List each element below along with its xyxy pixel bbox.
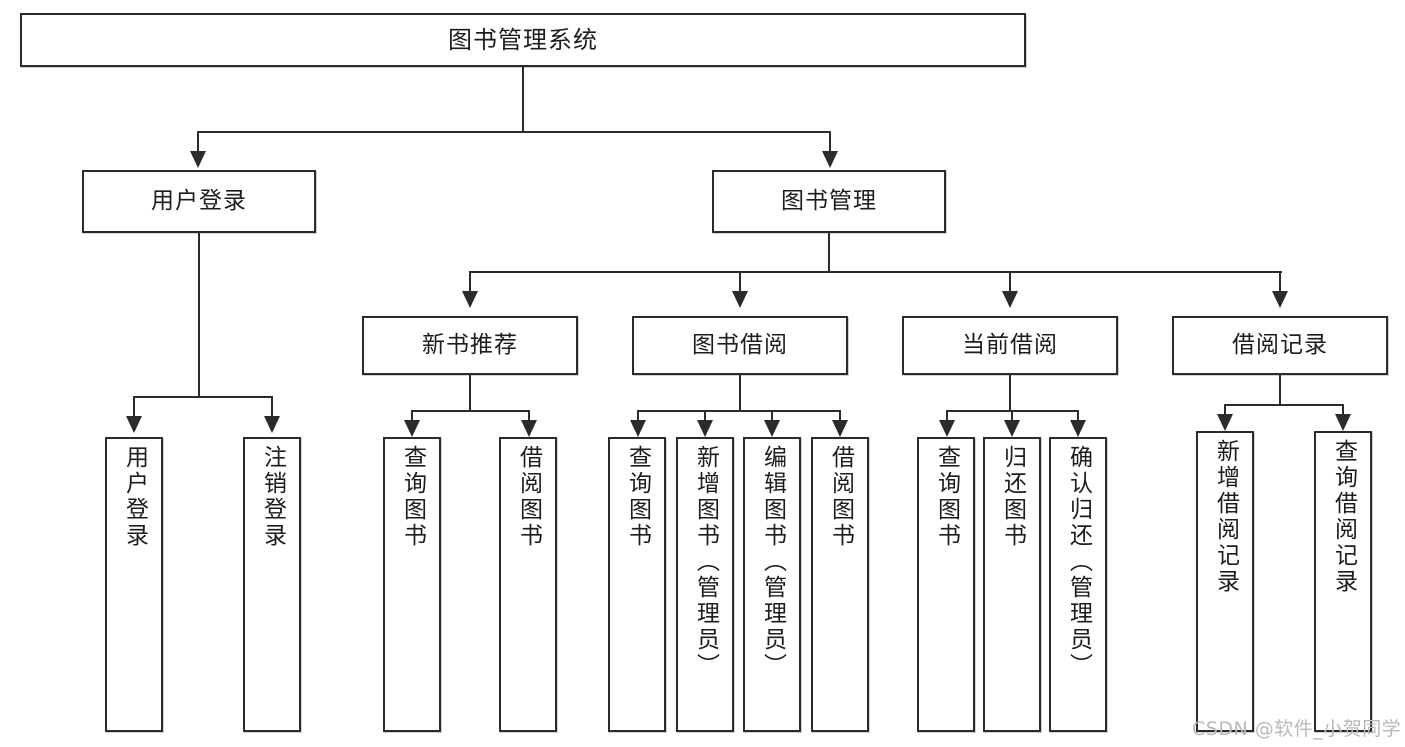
node-label: 借阅图书 xyxy=(827,445,854,549)
node-user-login[interactable]: 用户登录 xyxy=(82,170,316,233)
node-label: 新增图书（管理员） xyxy=(692,445,719,679)
arrow-br-to-leaf-2 xyxy=(1335,414,1351,431)
connector-new-book-to-leaf-2 xyxy=(528,410,530,424)
connector-bb-to-leaf-1 xyxy=(637,410,639,424)
node-label: 查询图书 xyxy=(399,445,426,549)
leaf-book-borrow-edit-admin[interactable]: 编辑图书（管理员） xyxy=(743,437,801,732)
arrow-cb-to-leaf-3 xyxy=(1070,420,1086,437)
node-label: 借阅图书 xyxy=(515,445,542,549)
connector-user-login-bus xyxy=(133,396,271,398)
leaf-new-book-borrow[interactable]: 借阅图书 xyxy=(499,437,557,732)
connector-root-to-book-management xyxy=(829,131,831,153)
connector-book-borrow-bus xyxy=(637,410,840,412)
leaf-current-borrow-return[interactable]: 归还图书 xyxy=(983,437,1041,732)
connector-user-login-to-leaf-2 xyxy=(271,396,273,418)
arrow-root-to-user-login xyxy=(190,151,206,168)
connector-borrow-record-stem xyxy=(1279,375,1281,405)
connector-book-management-stem xyxy=(828,233,830,272)
node-label: 当前借阅 xyxy=(962,331,1058,358)
connector-br-to-leaf-1 xyxy=(1224,404,1226,418)
leaf-book-borrow-add-admin[interactable]: 新增图书（管理员） xyxy=(676,437,734,732)
node-label: 图书借阅 xyxy=(692,331,788,358)
connector-bb-to-leaf-3 xyxy=(771,410,773,424)
node-label: 确认归还（管理员） xyxy=(1065,445,1092,679)
arrow-bm-to-new-book xyxy=(462,291,478,308)
leaf-current-borrow-confirm-admin[interactable]: 确认归还（管理员） xyxy=(1049,437,1107,732)
leaf-borrow-record-query[interactable]: 查询借阅记录 xyxy=(1314,431,1372,732)
node-current-borrow[interactable]: 当前借阅 xyxy=(902,316,1118,375)
connector-root-stem xyxy=(522,67,524,132)
node-root-book-management-system[interactable]: 图书管理系统 xyxy=(20,13,1026,67)
connector-cb-to-leaf-1 xyxy=(946,410,948,424)
node-label: 查询图书 xyxy=(624,445,651,549)
connector-bb-to-leaf-4 xyxy=(839,410,841,424)
node-label: 注销登录 xyxy=(259,445,286,549)
arrow-bb-to-leaf-2 xyxy=(697,420,713,437)
connector-new-book-bus xyxy=(411,410,528,412)
arrow-cb-to-leaf-2 xyxy=(1004,420,1020,437)
connector-book-borrow-stem xyxy=(739,375,741,411)
csdn-watermark: CSDN @软件_小贺同学 xyxy=(1192,718,1402,740)
node-borrow-record[interactable]: 借阅记录 xyxy=(1172,316,1388,375)
connector-cb-to-leaf-3 xyxy=(1077,410,1079,424)
arrow-root-to-book-management xyxy=(822,151,838,168)
arrow-user-login-to-leaf-2 xyxy=(264,416,280,433)
arrow-bm-to-book-borrow xyxy=(732,291,748,308)
leaf-user-login-login[interactable]: 用户登录 xyxy=(105,437,163,732)
connector-bm-to-book-borrow xyxy=(739,271,741,293)
arrow-bm-to-current-borrow xyxy=(1002,291,1018,308)
node-label: 新增借阅记录 xyxy=(1212,439,1239,595)
leaf-book-borrow-borrow[interactable]: 借阅图书 xyxy=(811,437,869,732)
node-label: 图书管理系统 xyxy=(448,25,598,54)
connector-borrow-record-bus xyxy=(1224,404,1343,406)
node-label: 借阅记录 xyxy=(1232,331,1328,358)
node-label: 编辑图书（管理员） xyxy=(759,445,786,679)
connector-user-login-to-leaf-1 xyxy=(133,396,135,418)
connector-bm-to-new-book xyxy=(469,271,471,293)
leaf-current-borrow-query[interactable]: 查询图书 xyxy=(917,437,975,732)
node-label: 用户登录 xyxy=(151,187,247,214)
connector-user-login-stem xyxy=(198,233,200,397)
arrow-bb-to-leaf-4 xyxy=(832,420,848,437)
arrow-br-to-leaf-1 xyxy=(1217,414,1233,431)
connector-root-bus xyxy=(197,131,831,133)
node-label: 查询图书 xyxy=(933,445,960,549)
connector-root-to-user-login xyxy=(197,131,199,153)
node-label: 归还图书 xyxy=(999,445,1026,549)
node-label: 图书管理 xyxy=(781,187,877,214)
leaf-borrow-record-add[interactable]: 新增借阅记录 xyxy=(1196,431,1254,732)
node-label: 用户登录 xyxy=(121,445,148,549)
node-book-borrow[interactable]: 图书借阅 xyxy=(632,316,848,375)
connector-new-book-stem xyxy=(469,375,471,411)
arrow-bb-to-leaf-1 xyxy=(630,420,646,437)
connector-bb-to-leaf-2 xyxy=(704,410,706,424)
leaf-new-book-query[interactable]: 查询图书 xyxy=(383,437,441,732)
arrow-user-login-to-leaf-1 xyxy=(126,416,142,433)
connector-cb-to-leaf-2 xyxy=(1011,410,1013,424)
connector-book-management-bus xyxy=(469,271,1282,273)
leaf-book-borrow-query[interactable]: 查询图书 xyxy=(608,437,666,732)
node-label: 新书推荐 xyxy=(422,331,518,358)
arrow-bb-to-leaf-3 xyxy=(764,420,780,437)
connector-new-book-to-leaf-1 xyxy=(411,410,413,424)
leaf-user-login-logout[interactable]: 注销登录 xyxy=(243,437,301,732)
connector-br-to-leaf-2 xyxy=(1342,404,1344,418)
node-new-book-recommend[interactable]: 新书推荐 xyxy=(362,316,578,375)
connector-bm-to-current-borrow xyxy=(1009,271,1011,293)
arrow-new-book-to-leaf-1 xyxy=(404,420,420,437)
node-book-management[interactable]: 图书管理 xyxy=(712,170,946,233)
arrow-bm-to-borrow-record xyxy=(1272,291,1288,308)
node-label: 查询借阅记录 xyxy=(1330,439,1357,595)
arrow-new-book-to-leaf-2 xyxy=(521,420,537,437)
connector-current-borrow-stem xyxy=(1009,375,1011,411)
arrow-cb-to-leaf-1 xyxy=(939,420,955,437)
connector-bm-to-borrow-record xyxy=(1279,271,1281,293)
